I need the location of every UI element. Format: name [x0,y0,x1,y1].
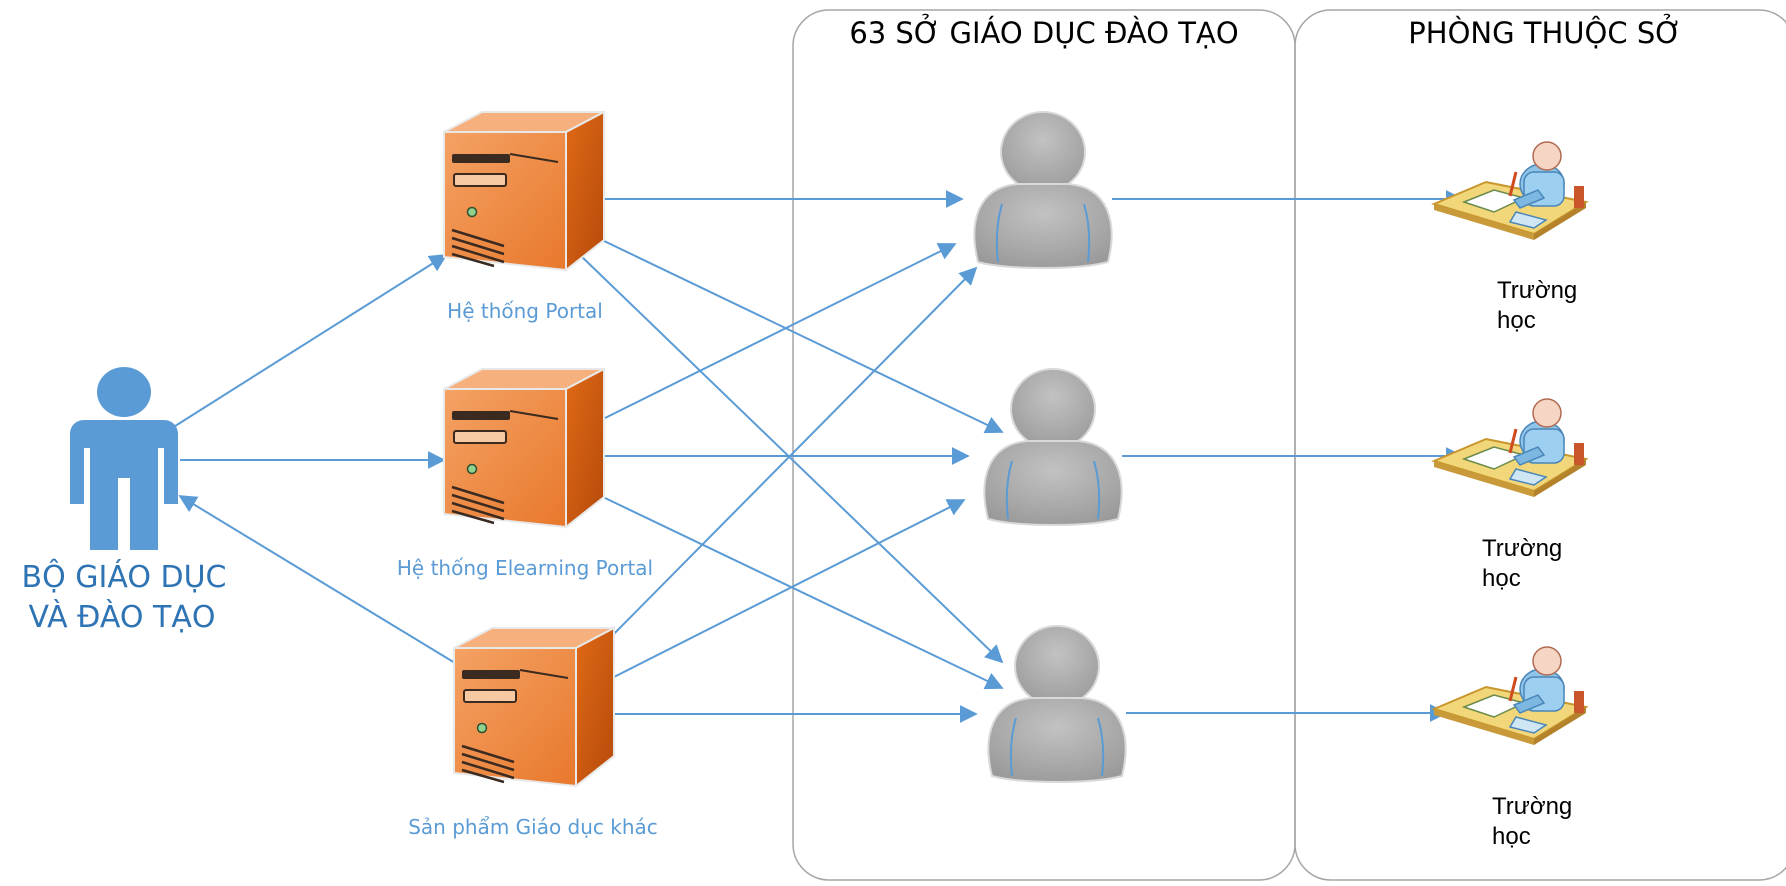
school-desk-icon-1 [1432,140,1588,242]
school-label-2-line2: học [1482,565,1521,592]
school-label-1-line2: học [1497,307,1536,334]
ministry-person-icon [70,367,178,550]
school-desk-icon-3 [1432,645,1588,747]
school-label-2-line1: Trường [1482,535,1562,562]
department-user-icon-1 [973,111,1113,269]
offices-title: PHÒNG THUỘC SỞ [1408,14,1681,50]
offices-panel [1294,9,1786,881]
arrow-elearning-to-dept1 [604,243,957,419]
arrow-other-to-ministry [178,495,461,667]
server-icon-other-products [452,626,616,788]
server-icon-elearning [442,367,606,529]
school-desk-icon-2 [1432,397,1588,499]
system-label-other-products: Sản phẩm Giáo dục khác [408,815,658,839]
ministry-label-line2: VÀ ĐÀO TẠO [29,599,216,635]
department-user-icon-3 [987,625,1127,783]
arrow-ministry-to-portal [171,254,448,429]
school-label-1-line1: Trường [1497,277,1577,304]
arrow-other-to-dept2 [611,499,966,679]
ministry-label-line1: BỘ GIÁO DỤC [22,558,227,595]
arrow-portal-to-dept3 [579,254,1004,664]
departments-title: 63 SỞ GIÁO DỤC ĐÀO TẠO [849,14,1238,50]
school-label-3-line2: học [1492,823,1531,850]
connector-arrows [171,190,1464,723]
arrow-portal-to-dept2 [601,239,1004,434]
school-label-3-line1: Trường [1492,793,1572,820]
system-label-elearning: Hệ thống Elearning Portal [397,556,653,580]
arrow-other-to-dept1 [599,266,978,649]
department-user-icon-2 [983,368,1123,526]
system-label-portal: Hệ thống Portal [447,299,603,323]
arrow-elearning-to-dept3 [604,497,1004,690]
server-icon-portal [442,110,606,272]
